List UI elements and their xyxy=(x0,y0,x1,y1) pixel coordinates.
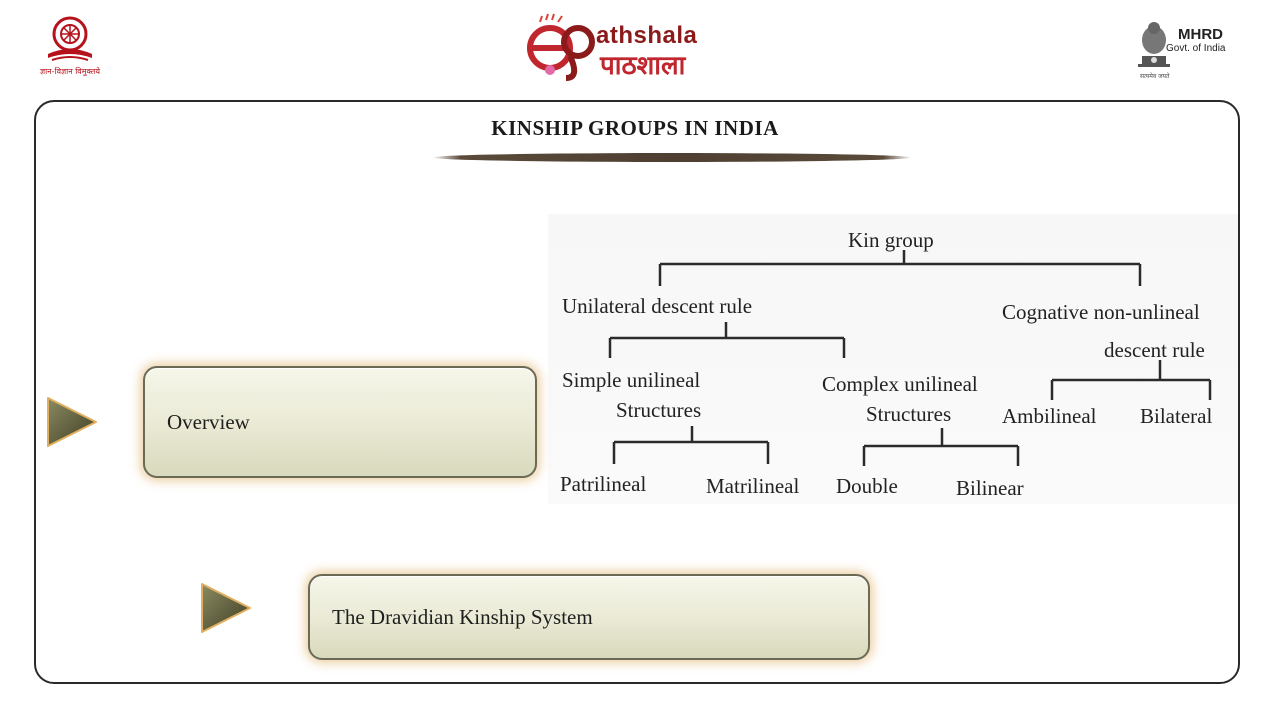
play-arrow-icon[interactable] xyxy=(42,392,100,452)
node-complex-line1: Complex unilineal xyxy=(822,372,978,396)
dravidian-kinship-button[interactable]: The Dravidian Kinship System xyxy=(308,574,870,660)
node-cognative-line1: Cognative non-unlineal xyxy=(1002,300,1200,324)
overview-button[interactable]: Overview xyxy=(143,366,537,478)
node-patrilineal: Patrilineal xyxy=(560,472,647,496)
emblem-motto: सत्यमेव जयते xyxy=(1140,73,1170,80)
node-simple-line1: Simple unilineal xyxy=(562,368,701,392)
ugc-emblem-icon xyxy=(48,16,92,61)
mhrd-subtitle: Govt. of India xyxy=(1166,43,1226,54)
brand-name-english: athshala xyxy=(596,22,698,49)
node-complex-line2: Structures xyxy=(866,402,952,426)
node-matrilineal: Matrilineal xyxy=(706,474,800,498)
epathshala-logo: athshala पाठशाला xyxy=(520,12,750,82)
node-unilateral: Unilateral descent rule xyxy=(562,294,753,318)
node-double: Double xyxy=(836,474,898,498)
node-bilateral: Bilateral xyxy=(1140,404,1213,428)
mhrd-logo: MHRD Govt. of India सत्यमेव जयते xyxy=(1134,14,1244,80)
national-emblem-icon xyxy=(1138,22,1170,67)
ugc-logo: ज्ञान-विज्ञान विमुक्तये xyxy=(38,14,102,80)
epathshala-emblem-icon xyxy=(527,13,595,81)
title-underline xyxy=(432,153,912,162)
node-simple-line2: Structures xyxy=(616,398,702,422)
mhrd-title: MHRD xyxy=(1178,26,1223,43)
play-arrow-icon[interactable] xyxy=(196,578,254,638)
node-kin-group: Kin group xyxy=(848,228,934,252)
slide-title: KINSHIP GROUPS IN INDIA xyxy=(491,116,779,140)
node-ambilineal: Ambilineal xyxy=(1002,404,1097,428)
brand-name-hindi: पाठशाला xyxy=(600,51,686,81)
kinship-diagram: Kin group Unilateral descent rule Cognat… xyxy=(548,214,1238,504)
ugc-caption: ज्ञान-विज्ञान विमुक्तये xyxy=(39,67,101,76)
node-cognative-line2: descent rule xyxy=(1104,338,1205,362)
node-bilinear: Bilinear xyxy=(956,476,1024,500)
diagram-connectors xyxy=(608,250,1212,466)
